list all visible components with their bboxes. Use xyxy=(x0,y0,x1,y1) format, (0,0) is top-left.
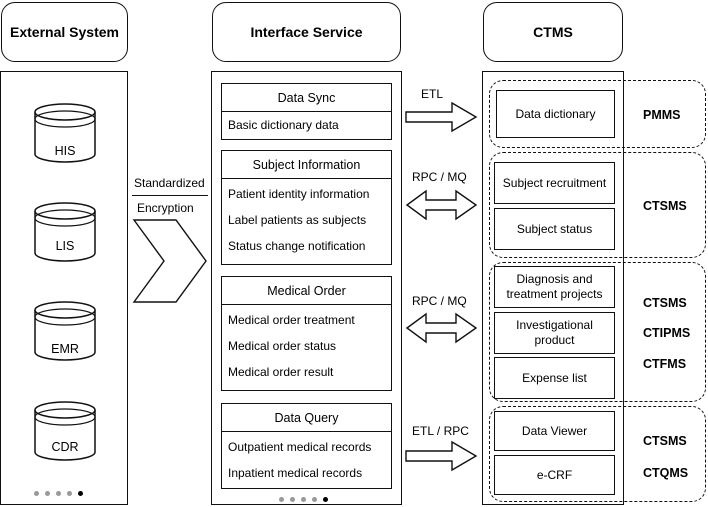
group-item: Medical order status xyxy=(228,339,337,353)
connection-label-rpc-mq-1: RPC / MQ xyxy=(412,170,467,184)
group-title: Data Query xyxy=(222,404,391,432)
subsystem-tag-ctipms: CTIPMS xyxy=(643,326,691,340)
subject-status-module: Subject status xyxy=(494,208,615,250)
database-stack: HIS LIS EMR CDR xyxy=(34,103,96,461)
group-item: Patient identity information xyxy=(228,187,370,201)
right-arrow-icon xyxy=(405,101,478,133)
cdr-database-icon: CDR xyxy=(34,401,96,461)
subject-information-group: Subject Information Patient identity inf… xyxy=(221,150,392,265)
data-sync-group: Data Sync Basic dictionary data xyxy=(221,83,392,140)
diagnosis-treatment-module: Diagnosis and treatment projects xyxy=(494,266,615,308)
expense-list-module: Expense list xyxy=(494,357,615,399)
lis-label: LIS xyxy=(56,239,75,253)
page-dot[interactable] xyxy=(56,491,61,496)
page-dot[interactable] xyxy=(301,497,306,502)
group-item: Outpatient medical records xyxy=(228,440,372,454)
group-title: Data Sync xyxy=(222,84,391,112)
his-database-icon: HIS xyxy=(34,103,96,163)
subsystem-tag-ctsms: CTSMS xyxy=(643,199,687,213)
medical-order-group: Medical Order Medical order treatment Me… xyxy=(221,276,392,391)
external-system-header: External System xyxy=(1,2,128,62)
connection-label-rpc-mq-2: RPC / MQ xyxy=(412,294,467,308)
order-modules-group xyxy=(489,262,706,402)
e-crf-module: e-CRF xyxy=(494,455,615,495)
page-dot[interactable] xyxy=(279,497,284,502)
query-modules-group xyxy=(489,406,706,502)
chevron-arrow-icon xyxy=(132,219,207,303)
subsystem-tag-ctfms: CTFMS xyxy=(643,357,687,371)
subsystem-tag-ctsms: CTSMS xyxy=(643,296,687,310)
connection-label-etl: ETL xyxy=(421,87,444,101)
group-item: Medical order treatment xyxy=(228,313,355,327)
subsystem-tag-ctqms: CTQMS xyxy=(643,466,689,480)
security-divider xyxy=(132,195,208,196)
encryption-label: Encryption xyxy=(137,201,194,215)
group-item: Basic dictionary data xyxy=(228,118,339,132)
ctsms-subject-group xyxy=(489,152,706,258)
page-dot-active[interactable] xyxy=(323,497,328,502)
interface-pagination-dots[interactable] xyxy=(276,489,331,507)
subject-recruitment-module: Subject recruitment xyxy=(494,162,615,204)
emr-label: EMR xyxy=(51,342,79,356)
lis-database-icon: LIS xyxy=(34,202,96,262)
group-item: Status change notification xyxy=(228,239,366,253)
his-label: HIS xyxy=(55,144,76,158)
data-viewer-module: Data Viewer xyxy=(494,411,615,451)
emr-database-icon: EMR xyxy=(34,301,96,361)
page-dot[interactable] xyxy=(67,491,72,496)
group-item: Medical order result xyxy=(228,365,334,379)
group-item: Label patients as subjects xyxy=(228,213,367,227)
right-arrow-icon xyxy=(405,440,478,472)
bidirectional-arrow-icon xyxy=(405,189,478,221)
data-dictionary-module: Data dictionary xyxy=(496,90,615,138)
investigational-product-module: Investigational product xyxy=(494,312,615,354)
group-item: Inpatient medical records xyxy=(228,466,363,480)
external-system-panel: HIS LIS EMR CDR xyxy=(0,71,128,505)
pmms-group xyxy=(489,80,706,148)
connection-label-etl-rpc: ETL / RPC xyxy=(412,424,469,438)
group-title: Medical Order xyxy=(222,277,391,305)
standardized-label: Standardized xyxy=(134,176,205,190)
page-dot[interactable] xyxy=(45,491,50,496)
data-query-group: Data Query Outpatient medical records In… xyxy=(221,403,392,489)
subsystem-tag-ctsms: CTSMS xyxy=(643,434,687,448)
interface-service-header: Interface Service xyxy=(212,2,401,62)
interface-service-panel: Data Sync Basic dictionary data Subject … xyxy=(211,71,402,505)
page-dot[interactable] xyxy=(290,497,295,502)
external-pagination-dots[interactable] xyxy=(31,483,86,501)
cdr-label: CDR xyxy=(51,440,78,454)
page-dot[interactable] xyxy=(312,497,317,502)
bidirectional-arrow-icon xyxy=(405,312,478,344)
subsystem-tag-pmms: PMMS xyxy=(643,108,681,122)
page-dot[interactable] xyxy=(34,491,39,496)
page-dot-active[interactable] xyxy=(78,491,83,496)
ctms-header: CTMS xyxy=(483,2,623,62)
group-title: Subject Information xyxy=(222,151,391,179)
